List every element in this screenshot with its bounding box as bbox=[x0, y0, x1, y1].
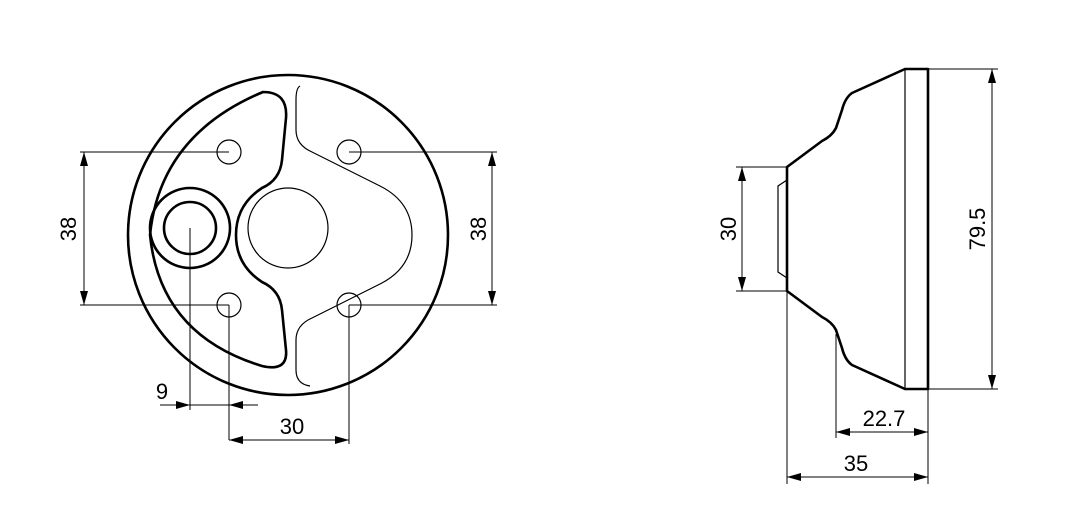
right-pocket bbox=[295, 85, 413, 387]
dimension-right-38: 38 bbox=[466, 217, 491, 241]
dimension-22-7: 22.7 bbox=[863, 406, 906, 431]
side-view bbox=[777, 67, 930, 391]
dimension-9: 9 bbox=[156, 379, 168, 404]
front-dimensions: 38 38 9 30 bbox=[56, 151, 497, 444]
central-bore bbox=[247, 187, 329, 269]
dimension-35: 35 bbox=[844, 451, 868, 476]
side-dimensions: 30 79.5 22.7 35 bbox=[716, 68, 998, 484]
dimension-30-side: 30 bbox=[716, 217, 741, 241]
dimension-30-front: 30 bbox=[280, 414, 304, 439]
left-pocket bbox=[148, 90, 288, 369]
side-hub bbox=[777, 179, 788, 279]
front-view bbox=[126, 73, 450, 397]
side-profile bbox=[785, 67, 930, 391]
dimension-79-5: 79.5 bbox=[965, 208, 990, 251]
dimension-left-38: 38 bbox=[56, 217, 81, 241]
outer-rim bbox=[126, 73, 450, 397]
